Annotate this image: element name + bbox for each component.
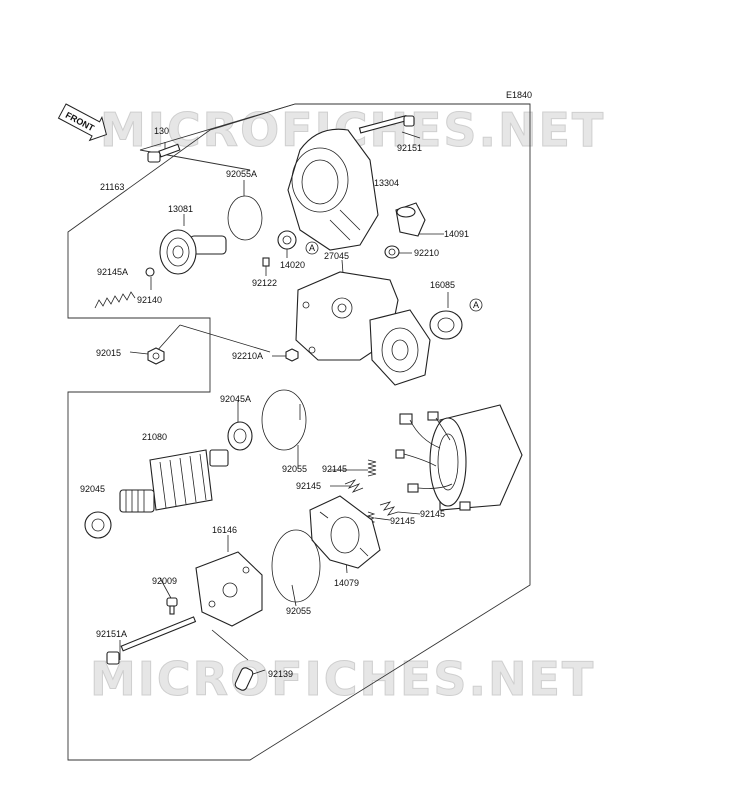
label-92140: 92140 bbox=[137, 295, 162, 305]
o-ring-92055A[interactable] bbox=[227, 195, 263, 241]
label-21163: 21163 bbox=[100, 182, 124, 192]
spring-92145A[interactable] bbox=[94, 291, 136, 309]
label-92145-a: 92145 bbox=[322, 464, 347, 474]
leader-lines bbox=[119, 131, 449, 676]
label-130: 130 bbox=[154, 126, 169, 136]
label-13304: 13304 bbox=[374, 178, 399, 188]
label-92122: 92122 bbox=[252, 278, 277, 288]
diagram-code: E1840 bbox=[506, 90, 532, 100]
label-13081: 13081 bbox=[168, 204, 193, 214]
label-16146: 16146 bbox=[212, 525, 237, 535]
bearing-92045[interactable] bbox=[84, 511, 112, 539]
watermark-top: MICROFICHES.NET bbox=[100, 103, 605, 157]
label-27045: 27045 bbox=[324, 251, 349, 261]
spring-92145-c[interactable] bbox=[379, 501, 399, 516]
bolt-92151[interactable] bbox=[358, 114, 415, 134]
label-92145-d: 92145 bbox=[390, 516, 415, 526]
label-92151: 92151 bbox=[397, 143, 422, 153]
label-21080: 21080 bbox=[142, 432, 167, 442]
bolt-130[interactable] bbox=[147, 143, 181, 163]
label-92210A: 92210A bbox=[232, 351, 263, 361]
label-92009: 92009 bbox=[152, 576, 177, 586]
gear-14020[interactable] bbox=[277, 230, 297, 250]
label-14091: 14091 bbox=[444, 229, 469, 239]
bearing-92045A[interactable] bbox=[227, 421, 253, 451]
label-92145A: 92145A bbox=[97, 267, 128, 277]
spring-92145-a[interactable] bbox=[367, 459, 377, 477]
label-14020: 14020 bbox=[280, 260, 305, 270]
bracket[interactable] bbox=[369, 309, 431, 386]
ref-marker-a-2: A bbox=[469, 298, 483, 312]
spring-92145-b[interactable] bbox=[344, 479, 364, 493]
brush-plate-14079[interactable] bbox=[309, 495, 381, 569]
label-92151A: 92151A bbox=[96, 629, 127, 639]
bolt-92151A[interactable] bbox=[106, 616, 197, 665]
frame-line-top bbox=[139, 103, 296, 151]
gear-16085[interactable] bbox=[429, 310, 463, 340]
pinion-gear-13081[interactable] bbox=[159, 229, 227, 275]
ref-marker-a-1: A bbox=[305, 241, 319, 255]
label-92045: 92045 bbox=[80, 484, 105, 494]
label-92145-b: 92145 bbox=[296, 481, 321, 491]
svg-text:A: A bbox=[473, 300, 479, 310]
o-ring-92055-lower[interactable] bbox=[271, 529, 321, 603]
label-92145-c: 92145 bbox=[420, 509, 445, 519]
label-92015: 92015 bbox=[96, 348, 121, 358]
cover-14091[interactable] bbox=[395, 202, 426, 237]
svg-text:A: A bbox=[309, 243, 315, 253]
pin-92122[interactable] bbox=[262, 257, 270, 267]
label-16085: 16085 bbox=[430, 280, 455, 290]
label-92139: 92139 bbox=[268, 669, 293, 679]
label-92055A: 92055A bbox=[226, 169, 257, 179]
yoke-assembly[interactable] bbox=[395, 404, 523, 511]
label-92210: 92210 bbox=[414, 248, 439, 258]
nut-92210A[interactable] bbox=[285, 348, 299, 362]
armature-21080[interactable] bbox=[119, 449, 229, 513]
label-92055-upper: 92055 bbox=[282, 464, 307, 474]
nut-92015[interactable] bbox=[147, 347, 165, 365]
spring-92145-d[interactable] bbox=[366, 511, 376, 525]
screw-92009[interactable] bbox=[166, 597, 178, 615]
ball-92140[interactable] bbox=[145, 267, 155, 277]
part-labels: 130 92151 21163 92055A 13304 13081 14091… bbox=[80, 126, 469, 679]
label-92055-lower: 92055 bbox=[286, 606, 311, 616]
sleeve-92139[interactable] bbox=[234, 666, 254, 691]
gear-housing-13304[interactable] bbox=[287, 128, 379, 251]
label-92045A: 92045A bbox=[220, 394, 251, 404]
label-14079: 14079 bbox=[334, 578, 359, 588]
assembly-frame bbox=[67, 103, 531, 761]
o-ring-92055-upper[interactable] bbox=[261, 389, 307, 451]
nut-92210[interactable] bbox=[384, 245, 400, 259]
watermark-bottom: MICROFICHES.NET bbox=[90, 652, 595, 706]
end-cover-16146[interactable] bbox=[195, 551, 263, 627]
